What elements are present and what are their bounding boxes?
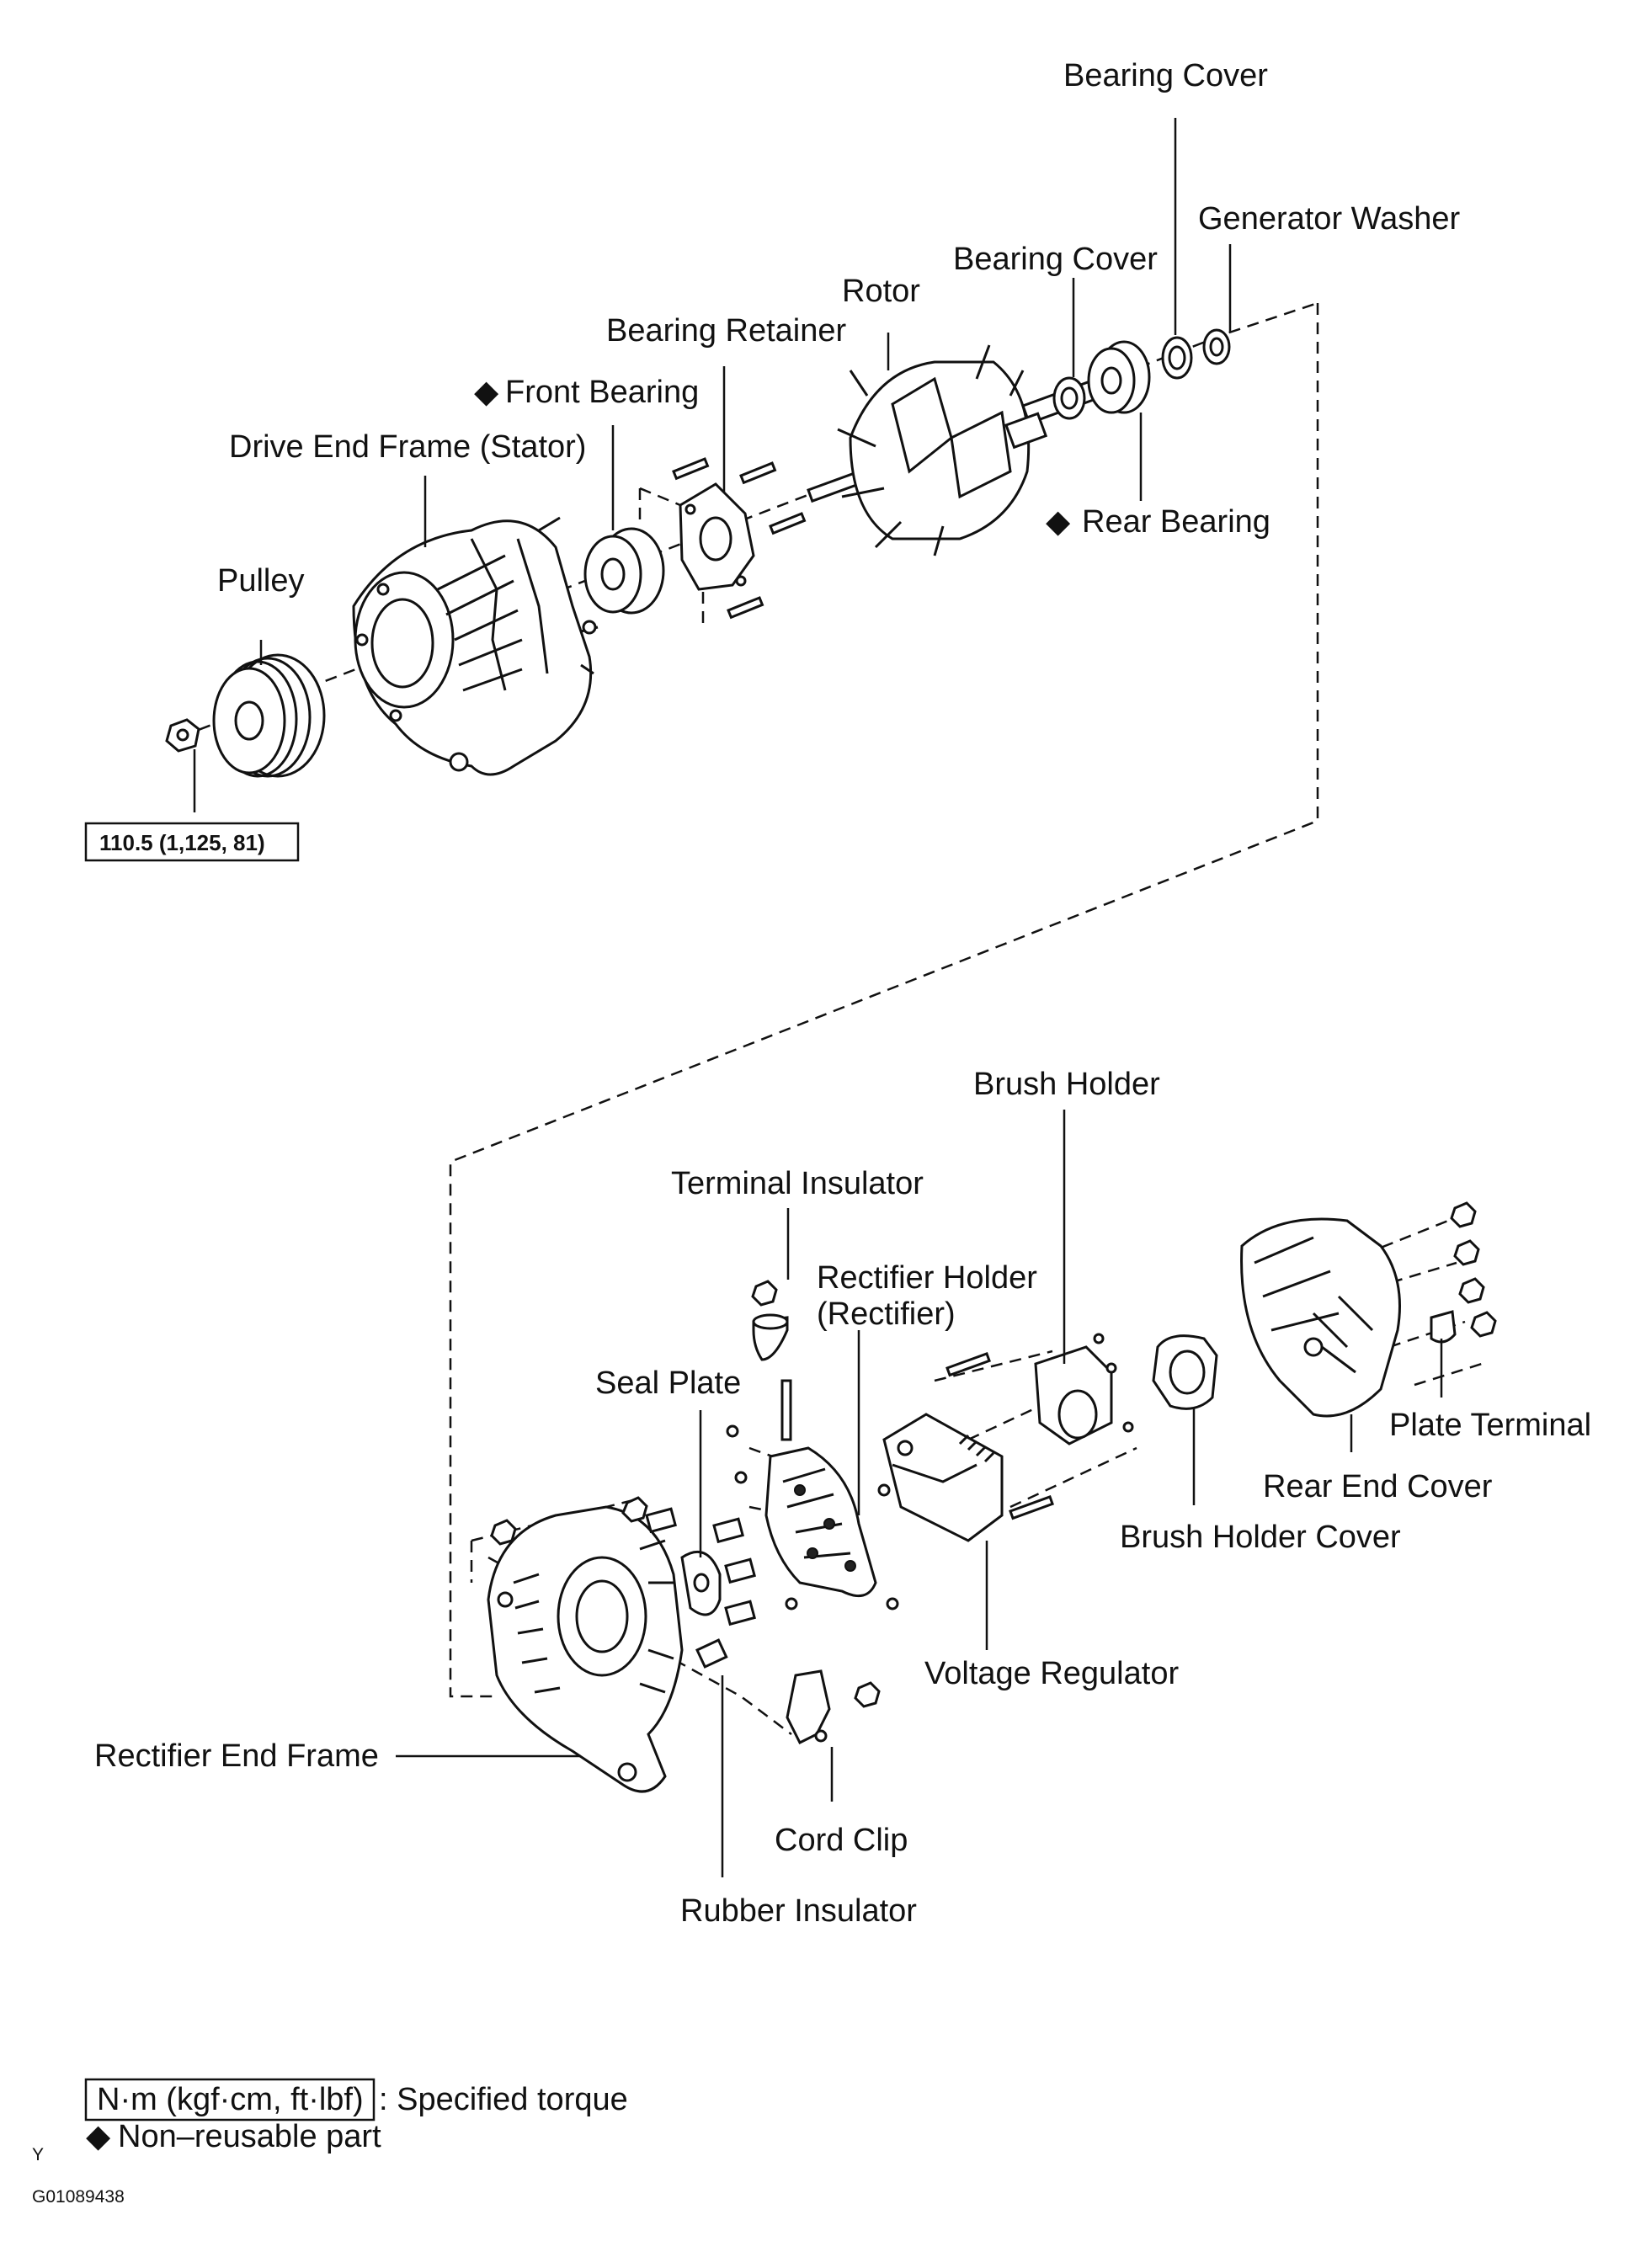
label-bearing-retainer: Bearing Retainer [606,313,847,349]
seal-plate-part [680,1550,722,1616]
frame-nuts [490,1496,648,1546]
rear-bearing-part [1087,340,1151,414]
legend-unit-text: N·m (kgf·cm, ft·lbf) [97,2082,364,2117]
rectifier-end-frame-part [487,1505,684,1793]
label-generator-washer: Generator Washer [1198,201,1461,237]
drive-end-frame-part [352,516,599,776]
torque-spec-value: 110.5 (1,125, 81) [99,830,265,855]
label-rotor: Rotor [842,274,920,309]
brush-holder-cover-part [1152,1334,1218,1410]
label-terminal-insulator: Terminal Insulator [671,1166,924,1201]
label-rectifier-holder-sub: (Rectifier) [817,1296,956,1332]
torque-spec-box [84,822,300,862]
label-voltage-regulator: Voltage Regulator [924,1656,1179,1691]
plate-terminal-part [1430,1310,1457,1344]
brush-holder-part [1034,1333,1134,1445]
label-cord-clip: Cord Clip [775,1823,908,1858]
voltage-regulator-part [882,1413,1004,1542]
insulator-bushings [645,1507,756,1626]
label-rear-end-cover: Rear End Cover [1263,1469,1493,1504]
figure-id: G01089438 [32,2187,125,2207]
pulley-part [212,653,326,778]
regulator-screws [877,1351,1054,1520]
pulley-nut [165,718,200,753]
cord-clip-part [786,1669,881,1745]
rear-end-cover-part [1240,1217,1401,1418]
nonreusable-marker: ◆ [86,2119,111,2154]
generator-washer-part [1202,328,1231,365]
bearing-cover-top-part [1161,336,1193,380]
label-rear-bearing: Rear Bearing [1082,504,1270,540]
rectifier-holder-part [726,1424,899,1610]
label-pulley: Pulley [217,563,305,599]
legend-nonreusable-text: Non–reusable part [118,2119,381,2154]
label-rubber-insulator: Rubber Insulator [680,1893,917,1929]
label-rectifier-end-frame: Rectifier End Frame [94,1738,379,1774]
front-bearing-part [583,527,665,615]
footer-mark: Y [32,2145,44,2164]
bearing-cover-part [1052,376,1086,420]
terminal-insulator-part [751,1280,792,1441]
label-brush-holder-cover: Brush Holder Cover [1120,1520,1401,1555]
label-plate-terminal: Plate Terminal [1389,1408,1591,1443]
rubber-insulator-part [695,1638,728,1669]
rear-cover-nuts [1450,1201,1497,1338]
label-brush-holder: Brush Holder [973,1067,1160,1102]
label-seal-plate: Seal Plate [595,1366,741,1401]
nonreusable-marker: ◆ [1046,504,1071,540]
legend-unit-desc: : Specified torque [379,2082,628,2117]
label-drive-end-frame: Drive End Frame (Stator) [229,429,586,465]
label-front-bearing: Front Bearing [505,375,699,410]
legend-unit-box [84,2078,376,2122]
bearing-retainer-part [638,457,807,623]
label-bearing-cover: Bearing Cover [953,242,1158,277]
label-rectifier-holder: Rectifier Holder [817,1260,1037,1296]
label-bearing-cover-top: Bearing Cover [1063,58,1268,93]
nonreusable-marker: ◆ [474,375,499,410]
